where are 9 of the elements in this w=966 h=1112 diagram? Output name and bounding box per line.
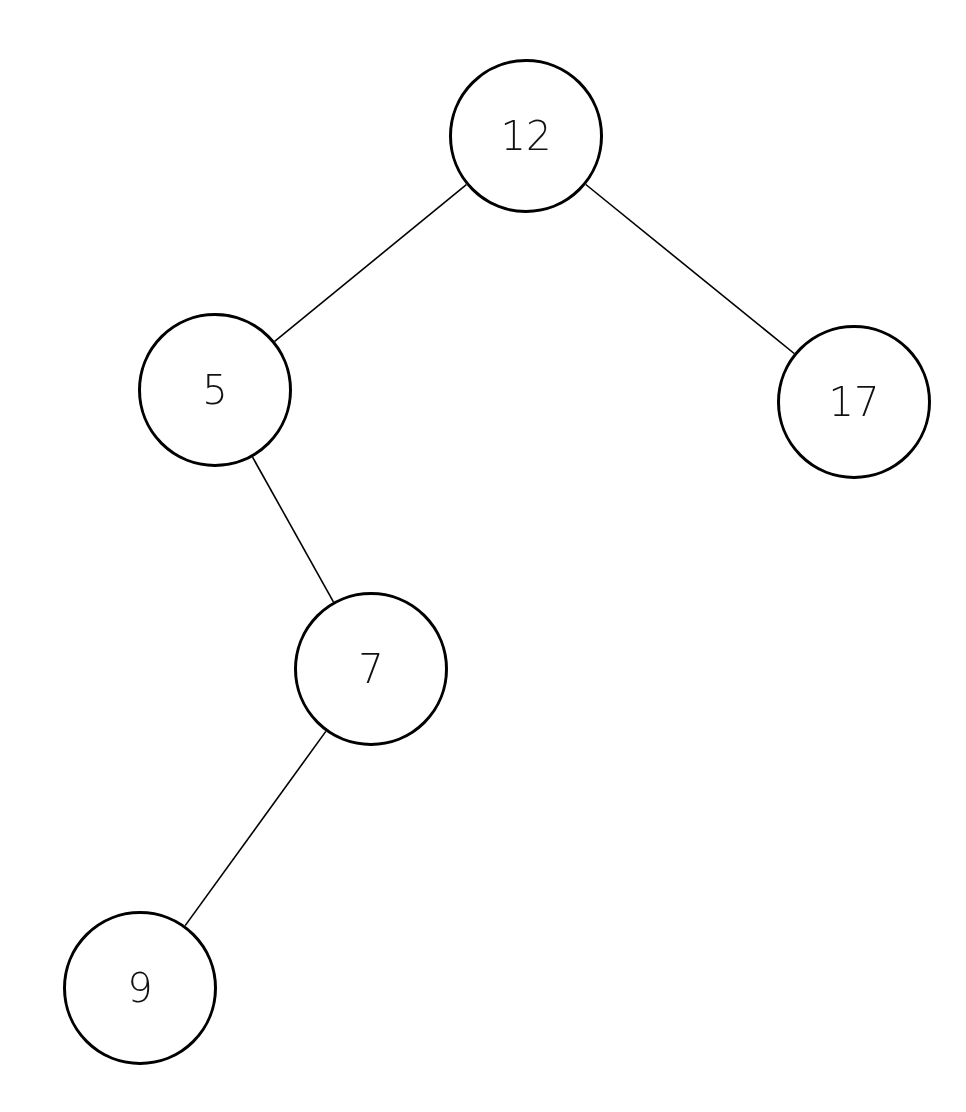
connector-line — [585, 183, 795, 355]
connector-line — [184, 730, 327, 927]
node-value: 7 — [358, 646, 384, 692]
node-value: 9 — [127, 965, 153, 1011]
connector-line — [273, 183, 468, 343]
node-value: 12 — [500, 113, 552, 159]
node-value: 17 — [828, 379, 880, 425]
connector-line — [251, 456, 335, 603]
node-value: 5 — [202, 367, 228, 413]
